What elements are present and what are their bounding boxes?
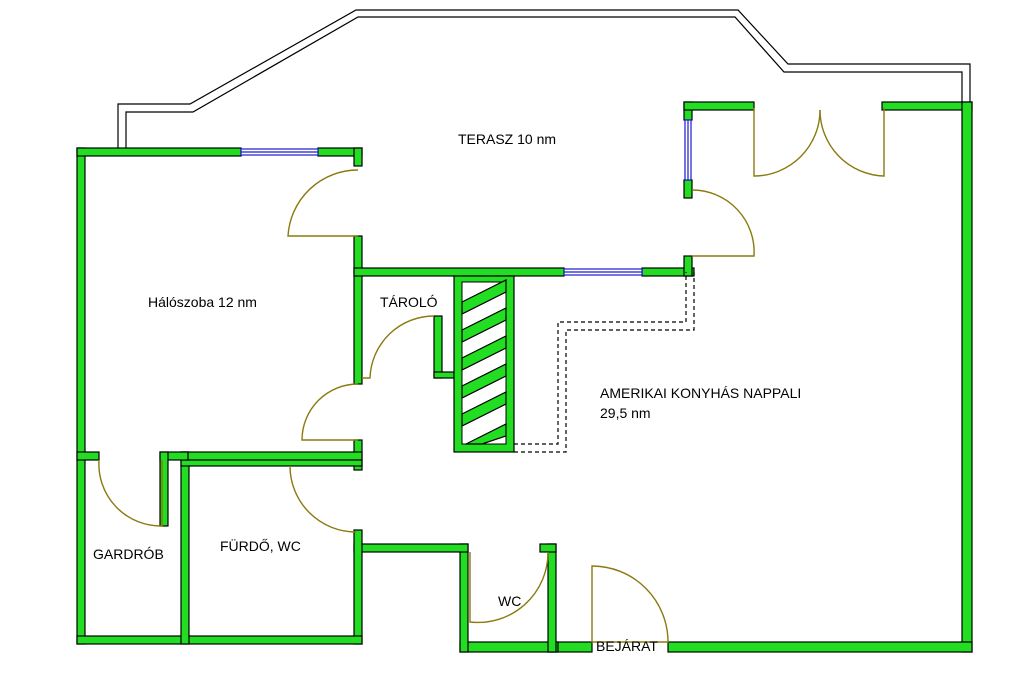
terrace-label: TERASZ 10 nm [458,131,556,147]
entrance-label: BEJÁRAT [596,638,658,654]
walls [76,101,973,653]
wc-label: WC [498,593,521,609]
kitchen-counter-outline [514,272,695,453]
staircase [453,275,515,453]
storage-label: TÁROLÓ [380,294,438,310]
bedroom-label: Hálószoba 12 nm [148,294,257,310]
living-room-label: AMERIKAI KONYHÁS NAPPALI [600,385,801,401]
windows [240,119,692,276]
wardrobe-label: GARDRÓB [93,546,164,562]
living-room-area: 29,5 nm [600,405,651,421]
bathroom-label: FÜRDŐ, WC [220,537,301,554]
terrace-railing [117,9,971,148]
door-swings [98,108,885,643]
